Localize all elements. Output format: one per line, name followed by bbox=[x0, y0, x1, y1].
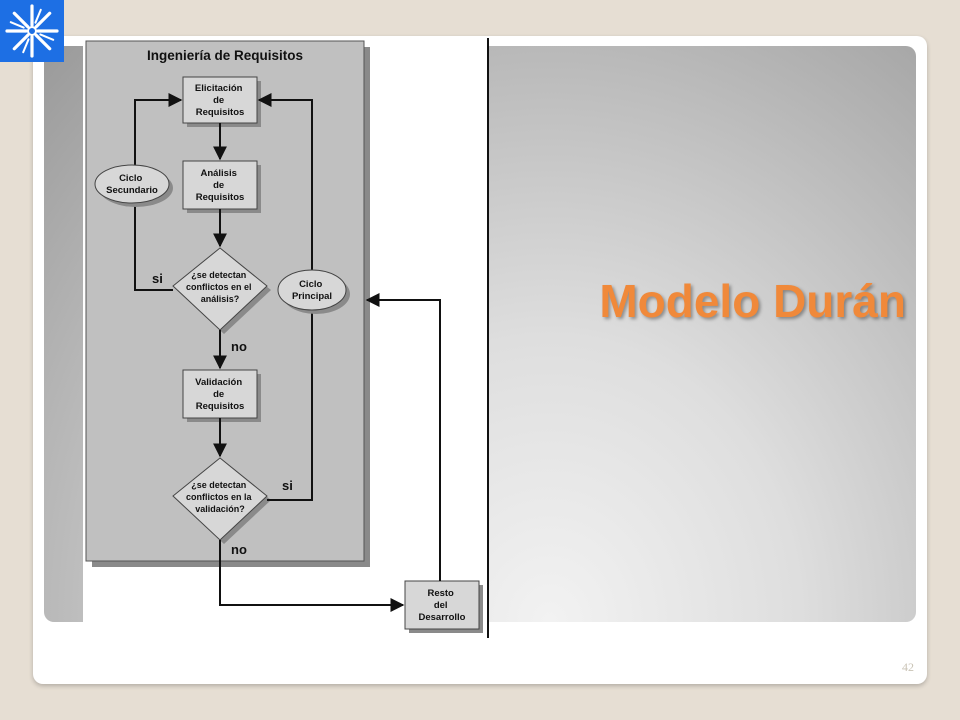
ciclo-principal-label: Ciclo Principal bbox=[292, 279, 332, 302]
resto-box bbox=[404, 580, 480, 630]
slide-title: Modelo Durán bbox=[599, 275, 906, 327]
arrow-to-resto bbox=[219, 540, 405, 612]
analisis-label: Análisis de Requisitos bbox=[196, 168, 245, 203]
decision-validacion-label: ¿se detectan conflictos en la validación… bbox=[186, 480, 254, 514]
ciclo-secundario-label: Ciclo Secundario bbox=[106, 173, 158, 196]
ciclo-secundario-ellipse bbox=[94, 164, 170, 204]
elicitacion-box bbox=[182, 76, 258, 124]
ciclo-principal-ellipse bbox=[277, 269, 347, 311]
label-no-validacion: no bbox=[231, 542, 247, 557]
label-no-analisis: no bbox=[231, 339, 247, 354]
group-title: Ingeniería de Requisitos bbox=[147, 48, 303, 63]
outer-cycle-arrow bbox=[365, 293, 441, 581]
page-number: 42 bbox=[902, 660, 914, 674]
label-si-validacion: si bbox=[282, 478, 293, 493]
validacion-box bbox=[182, 369, 258, 419]
resto-label: Resto del Desarrollo bbox=[419, 588, 466, 623]
elicitacion-label: Elicitación de Requisitos bbox=[195, 83, 245, 118]
validacion-label: Validación de Requisitos bbox=[195, 377, 245, 412]
decision-analisis-label: ¿se detectan conflictos en el análisis? bbox=[186, 270, 254, 304]
label-si-analisis: si bbox=[152, 271, 163, 286]
analisis-box bbox=[182, 160, 258, 210]
flow-diagram: Ingeniería de Requisitos Elicitación de … bbox=[85, 40, 483, 633]
starburst-logo-icon bbox=[0, 0, 64, 62]
